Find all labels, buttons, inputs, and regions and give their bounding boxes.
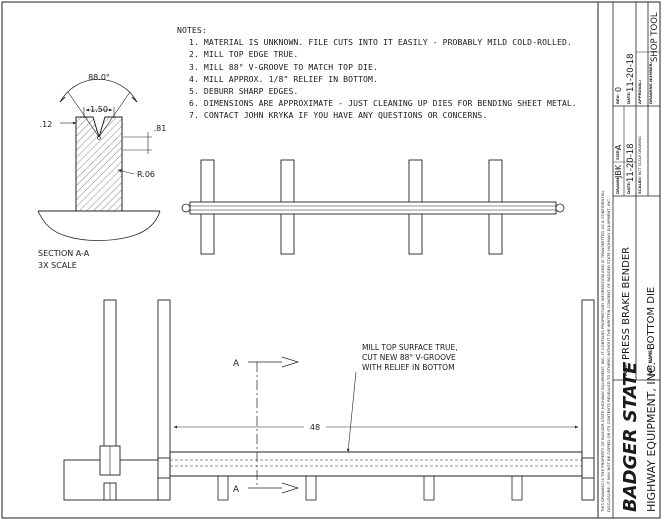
angle-dimension: 88.0° bbox=[88, 73, 110, 82]
section-view: 88.0° 1.50 .12 .81 R.06 SECTION A-A 3X S… bbox=[37, 73, 167, 270]
note-1: 1. MATERIAL IS UNKNOWN. FILE CUTS INTO I… bbox=[189, 37, 572, 48]
proprietary-line-2: DISCLOSURE. IT MAY NOT BE COPIED OR ITS … bbox=[606, 198, 611, 512]
title-block: THIS DRAWING IS THE PROPERTY OF BADGER S… bbox=[597, 1, 661, 519]
left-lug bbox=[181, 203, 191, 213]
top-view bbox=[181, 159, 565, 255]
part-name-value: BOTTOM DIE bbox=[646, 287, 657, 350]
width-dimension: 1.50 bbox=[90, 105, 108, 114]
rev-value: 0 bbox=[614, 87, 623, 92]
drawing-number-value: SHOP TOOL bbox=[650, 12, 660, 62]
left-dimension: .12 bbox=[40, 120, 53, 129]
cut-label-bottom: A bbox=[233, 485, 240, 495]
note-2: 2. MILL TOP EDGE TRUE. bbox=[189, 49, 299, 60]
rev-label: REV: bbox=[615, 94, 620, 104]
front-view: 48 MILL TOP SURFACE TRUE, CUT NEW 88° V-… bbox=[157, 299, 595, 501]
side-view bbox=[63, 299, 161, 501]
section-profile bbox=[75, 116, 123, 212]
callout-line-2: CUT NEW 88° V-GROOVE bbox=[362, 353, 456, 362]
callout-line-3: WITH RELIEF IN BOTTOM bbox=[362, 363, 455, 372]
part-label: PART: bbox=[623, 363, 628, 376]
size-value: A bbox=[614, 144, 623, 150]
radius-callout: R.06 bbox=[137, 170, 155, 179]
rev-date-label: DATE: bbox=[626, 91, 631, 104]
note-4: 4. MILL APPROX. 1/8" RELIEF IN BOTTOM. bbox=[189, 73, 378, 84]
proprietary-line-1: THIS DRAWING IS THE PROPERTY OF BADGER S… bbox=[600, 190, 605, 513]
date-label: DATE: bbox=[626, 181, 631, 194]
drawn-label: DRAWN: bbox=[615, 176, 620, 194]
approval-label: APPROVAL: bbox=[637, 79, 642, 104]
length-dimension: 48 bbox=[310, 423, 320, 432]
ground-line bbox=[37, 210, 161, 241]
part-name-label: PART NAME: bbox=[648, 348, 653, 376]
date-value: 11-20-18 bbox=[626, 143, 636, 182]
note-3: 3. MILL 88° V-GROOVE TO MATCH TOP DIE. bbox=[189, 61, 378, 72]
drawn-value: JBK bbox=[614, 164, 623, 179]
rev-date-value: 11-20-18 bbox=[626, 53, 636, 92]
callout-line-1: MILL TOP SURFACE TRUE, bbox=[362, 343, 458, 352]
depth-dimension: .81 bbox=[154, 124, 167, 133]
company-logo: BADGER STATE bbox=[620, 361, 641, 512]
section-scale: 3X SCALE bbox=[38, 261, 77, 270]
note-6: 6. DIMENSIONS ARE APPROXIMATE - JUST CLE… bbox=[189, 98, 577, 109]
scale-value: DO NOT SCALE DRAWING bbox=[638, 136, 642, 182]
notes-title: NOTES: bbox=[177, 25, 207, 35]
note-5: 5. DEBURR SHARP EDGES. bbox=[189, 86, 299, 97]
size-label: SIZE: bbox=[615, 149, 620, 160]
notes-block: NOTES: 1. MATERIAL IS UNKNOWN. FILE CUTS… bbox=[177, 24, 577, 122]
company-name: HIGHWAY EQUIPMENT, INC. bbox=[645, 362, 658, 512]
die-bar bbox=[169, 451, 583, 477]
scale-label: SCALE: bbox=[637, 179, 642, 194]
right-lug bbox=[555, 203, 565, 213]
section-label: SECTION A-A bbox=[38, 249, 90, 258]
bar-plan bbox=[189, 201, 557, 215]
drawing-number-label: DRAWING NUMBER: bbox=[648, 61, 653, 104]
note-7: 7. CONTACT JOHN KRYKA IF YOU HAVE ANY QU… bbox=[189, 110, 488, 121]
part-value: PRESS BRAKE BENDER bbox=[621, 247, 632, 360]
cut-label-top: A bbox=[233, 359, 240, 369]
